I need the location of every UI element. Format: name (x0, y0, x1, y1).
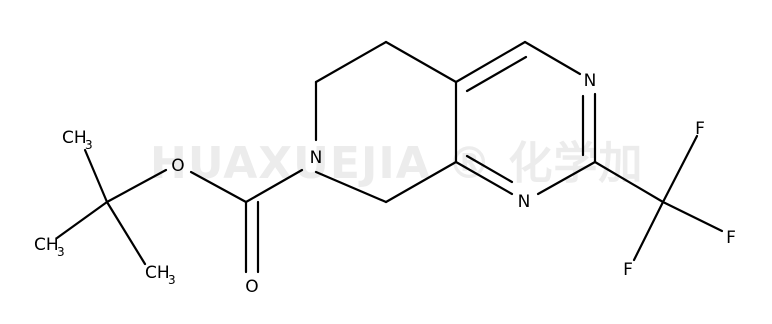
bond (83, 148, 109, 204)
methyl-group-bottom: CH 3 (145, 263, 176, 287)
fluorine-top-label: F (695, 119, 705, 139)
bond (384, 40, 458, 84)
methyl-subscript: 3 (57, 245, 65, 259)
nitrogen-label: N (310, 148, 323, 168)
bond (465, 55, 528, 93)
bond (55, 200, 109, 240)
bond (454, 40, 527, 84)
atom-labels: N O O N N F F F CH 3 CH 3 CH 3 (34, 71, 736, 297)
bond (314, 40, 388, 84)
methyl-label-left: CH (34, 235, 59, 255)
bond (454, 160, 514, 196)
bond (632, 200, 665, 262)
bond-layer (55, 40, 724, 274)
bond (661, 200, 724, 233)
methyl-label-top: CH (62, 128, 87, 148)
bond (189, 170, 248, 204)
methyl-subscript: 3 (85, 138, 93, 152)
pyrimidine-nitrogen-bottom-label: N (518, 192, 531, 212)
watermark: HUAXUEJIA ® 化学加 (150, 138, 643, 189)
fluorine-bottom-label: F (623, 260, 633, 280)
carbonyl-oxygen-label: O (245, 277, 258, 297)
ester-oxygen-label: O (171, 156, 184, 176)
bond (536, 160, 597, 196)
bond (523, 40, 582, 76)
bond (105, 200, 147, 266)
bond (661, 134, 699, 204)
bond (384, 160, 458, 204)
methyl-group-top: CH 3 (62, 128, 93, 152)
methyl-subscript: 3 (168, 273, 176, 287)
methyl-group-left: CH 3 (34, 235, 65, 259)
fluorine-right-label: F (726, 228, 736, 248)
bond (314, 170, 388, 204)
methyl-label-bottom: CH (145, 263, 170, 283)
bond (593, 160, 665, 204)
bond (244, 168, 304, 204)
bond (105, 168, 168, 204)
pyrimidine-nitrogen-top-label: N (584, 71, 597, 91)
bond (465, 154, 514, 184)
